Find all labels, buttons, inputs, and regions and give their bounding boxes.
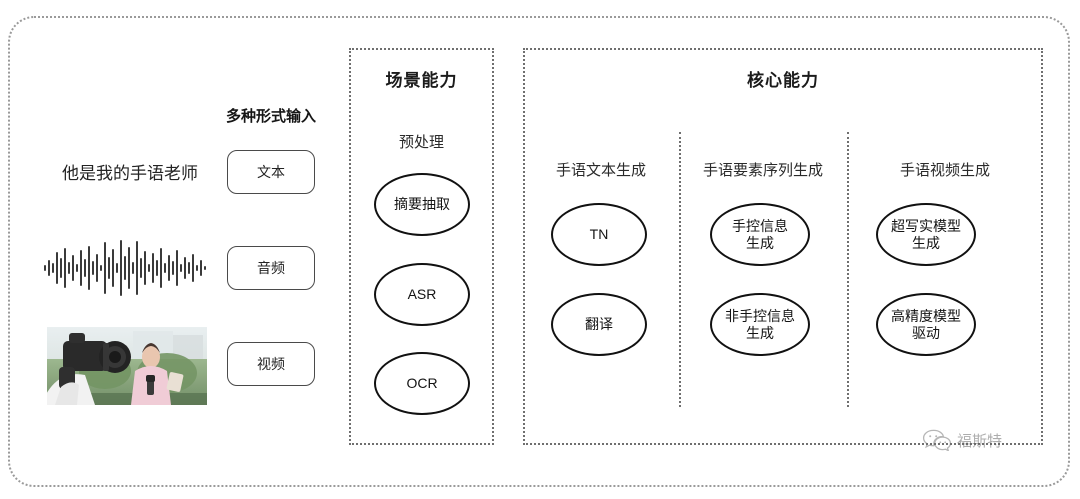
watermark-text: 福斯特 — [957, 432, 1003, 450]
input-chip-audio-label: 音频 — [257, 260, 285, 276]
node-translation[interactable]: 翻译 — [551, 293, 647, 356]
core-column-divider-2 — [847, 132, 849, 407]
node-hyperrealistic-model-generation-label: 超写实模型 生成 — [891, 217, 961, 251]
core-capability-title: 核心能力 — [747, 71, 819, 90]
node-summary-extraction[interactable]: 摘要抽取 — [374, 173, 470, 236]
core-column-header-sign-element-sequence-generation: 手语要素序列生成 — [702, 162, 823, 179]
node-high-precision-model-driving-label: 高精度模型 驱动 — [891, 307, 961, 341]
watermark: 福斯特 — [922, 429, 1002, 451]
wechat-bubbles-icon — [922, 429, 952, 451]
input-chip-text[interactable]: 文本 — [227, 150, 315, 194]
core-capability-panel — [523, 48, 1043, 445]
input-chip-text-label: 文本 — [257, 164, 285, 180]
node-non-manual-info-generation-label: 非手控信息 生成 — [725, 307, 795, 341]
node-ocr[interactable]: OCR — [374, 352, 470, 415]
scene-capability-panel — [349, 48, 494, 445]
core-column-header-sign-video-generation: 手语视频生成 — [899, 162, 990, 179]
scene-preprocess-subtitle: 预处理 — [398, 134, 444, 151]
sample-sentence-text: 他是我的手语老师 — [62, 164, 198, 183]
audio-waveform-icon — [44, 240, 206, 296]
node-manual-info-generation[interactable]: 手控信息 生成 — [710, 203, 810, 266]
input-section-heading: 多种形式输入 — [225, 108, 316, 125]
node-non-manual-info-generation[interactable]: 非手控信息 生成 — [710, 293, 810, 356]
input-chip-video-label: 视频 — [257, 356, 285, 372]
scene-capability-title: 场景能力 — [385, 71, 458, 90]
input-chip-video[interactable]: 视频 — [227, 342, 315, 386]
node-tn-label: TN — [589, 226, 609, 242]
node-summary-extraction-label: 摘要抽取 — [394, 196, 450, 212]
core-column-header-sign-text-generation: 手语文本生成 — [555, 162, 646, 179]
node-asr[interactable]: ASR — [374, 263, 470, 326]
node-tn[interactable]: TN — [551, 203, 647, 266]
outer-dotted-frame — [8, 16, 1070, 487]
input-chip-audio[interactable]: 音频 — [227, 246, 315, 290]
core-column-divider-1 — [679, 132, 681, 407]
node-manual-info-generation-label: 手控信息 生成 — [732, 217, 788, 251]
node-translation-label: 翻译 — [585, 316, 613, 332]
node-high-precision-model-driving[interactable]: 高精度模型 驱动 — [876, 293, 976, 356]
video-thumbnail-icon — [47, 327, 207, 405]
node-hyperrealistic-model-generation[interactable]: 超写实模型 生成 — [876, 203, 976, 266]
node-asr-label: ASR — [407, 286, 437, 302]
node-ocr-label: OCR — [406, 375, 438, 391]
